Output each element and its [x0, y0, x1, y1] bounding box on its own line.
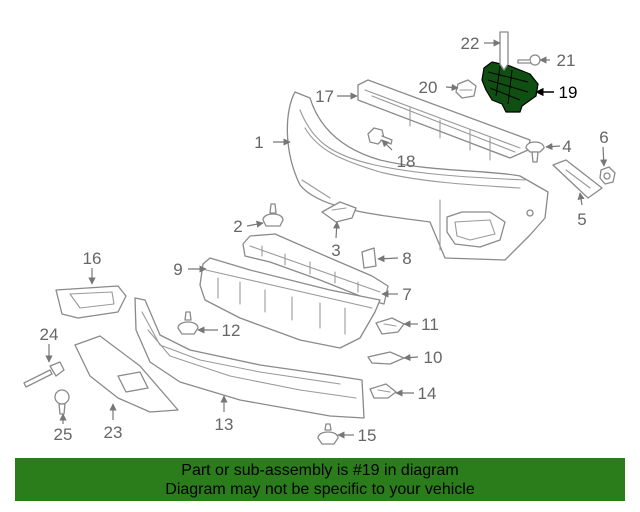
callout-18[interactable]: 18 [397, 152, 416, 171]
part-5-side-trim [552, 159, 603, 199]
part-23-license-bracket [74, 335, 179, 413]
callout-12[interactable]: 12 [222, 321, 241, 340]
callout-5[interactable]: 5 [577, 210, 586, 229]
callout-1[interactable]: 1 [254, 133, 263, 152]
callout-11[interactable]: 11 [421, 315, 439, 334]
part-19-bracket-highlighted [481, 61, 539, 113]
callout-8[interactable]: 8 [402, 249, 411, 268]
callout-4[interactable]: 4 [562, 137, 571, 156]
banner-line-2: Diagram may not be specific to your vehi… [165, 481, 475, 498]
part-21-bolt [517, 54, 541, 66]
part-9-air-deflector [199, 257, 381, 349]
callout-2[interactable]: 2 [233, 217, 242, 236]
parts-diagram: 1 2 3 4 5 6 7 8 9 10 11 12 13 14 15 16 1… [23, 31, 616, 445]
part-7-absorber [242, 233, 389, 305]
callout-10[interactable]: 10 [424, 348, 443, 367]
callout-6[interactable]: 6 [599, 128, 608, 147]
callout-22[interactable]: 22 [461, 34, 480, 53]
callout-17[interactable]: 17 [315, 87, 334, 106]
part-1-bumper-fascia [286, 91, 549, 261]
callout-21[interactable]: 21 [557, 51, 576, 70]
leader-lines [45, 39, 608, 439]
part-15-push-pin [317, 423, 339, 445]
part-6-nut [599, 166, 616, 185]
part-12-push-pin [177, 311, 199, 335]
info-banner: Part or sub-assembly is #19 in diagram D… [15, 458, 625, 501]
part-16-fog-bezel [55, 285, 127, 319]
callout-19-highlighted[interactable]: 19 [559, 83, 578, 102]
part-20-clip [455, 79, 477, 99]
callout-13[interactable]: 13 [215, 415, 234, 434]
part-25-screw [54, 389, 70, 415]
part-4-push-pin [525, 141, 545, 163]
part-11-clip [375, 317, 405, 335]
part-22-strap [499, 31, 509, 71]
part-14-clip [369, 383, 397, 399]
callout-3[interactable]: 3 [331, 241, 340, 260]
callout-23[interactable]: 23 [104, 423, 123, 442]
fog-lamp-opening [446, 211, 506, 248]
callout-16[interactable]: 16 [83, 249, 102, 268]
part-13-lower-valance [134, 297, 365, 419]
banner-line-1: Part or sub-assembly is #19 in diagram [181, 462, 459, 479]
callout-14[interactable]: 14 [418, 384, 437, 403]
part-24-rivet [23, 361, 65, 388]
part-8-clip [361, 247, 377, 269]
callout-numbers: 1 2 3 4 5 6 7 8 9 10 11 12 13 14 15 16 1… [40, 34, 609, 445]
callout-25[interactable]: 25 [54, 425, 73, 444]
callout-7[interactable]: 7 [402, 285, 411, 304]
part-3-bracket [321, 201, 357, 223]
part-18-bolt [367, 127, 393, 145]
callout-20[interactable]: 20 [419, 78, 438, 97]
part-2-push-pin [262, 203, 284, 227]
callout-24[interactable]: 24 [40, 325, 59, 344]
callout-9[interactable]: 9 [173, 260, 182, 279]
callout-15[interactable]: 15 [358, 426, 377, 445]
part-10-clip [367, 351, 405, 365]
